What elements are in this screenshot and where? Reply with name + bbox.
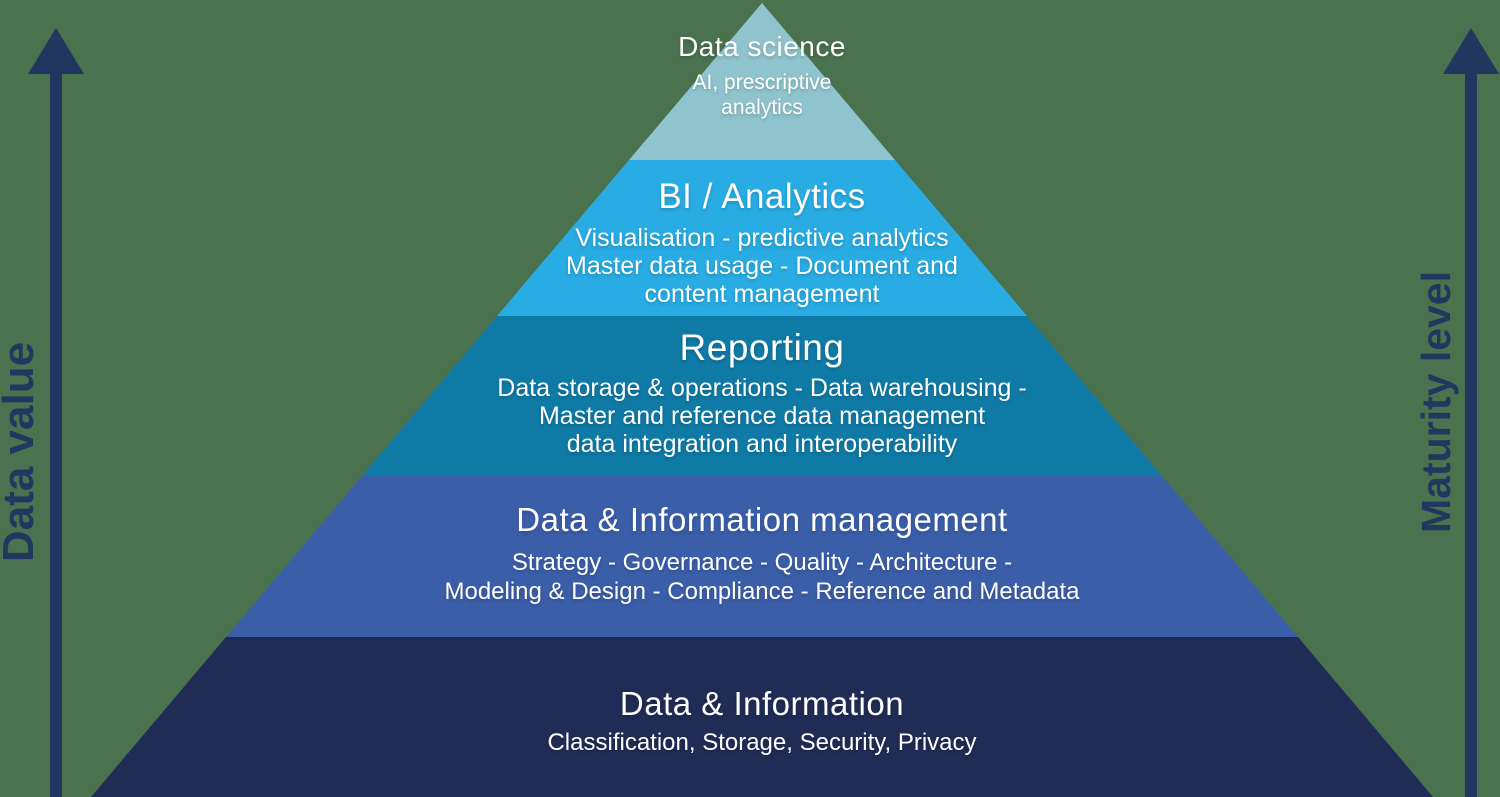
maturity-level-axis-label: Maturity level [1413, 270, 1459, 534]
data-value-axis-label: Data value [0, 341, 43, 563]
pyramid-layer-bi-analytics-shape [497, 160, 1027, 316]
left-axis-arrow [28, 28, 84, 797]
left-arrow-head-icon [28, 28, 84, 74]
right-axis-arrow [1443, 28, 1499, 797]
right-arrow-head-icon [1443, 28, 1499, 74]
pyramid-layer-data-information-shape [91, 637, 1433, 797]
pyramid-layer-data-information-management-shape [226, 476, 1298, 637]
pyramid-layer-reporting-shape [362, 316, 1162, 476]
pyramid-layer-data-science-shape [629, 3, 895, 160]
right-arrow-shaft [1465, 72, 1477, 797]
left-arrow-shaft [50, 72, 62, 797]
